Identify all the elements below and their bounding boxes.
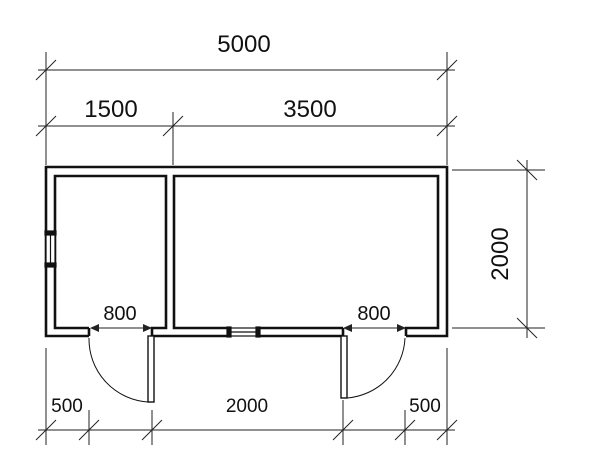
tick-mark: [516, 159, 538, 181]
left-window-frame-top: [44, 230, 57, 236]
dim-label-height: 2000: [487, 227, 514, 280]
right-door-leaf: [340, 335, 348, 399]
tick-mark: [141, 419, 163, 441]
right-room-inner-wall: [172, 174, 440, 336]
left-door-swing-arc: [88, 337, 149, 403]
dim-label-right-door: 800: [357, 303, 390, 325]
dimension-lines: [35, 52, 545, 445]
left-door-leaf: [147, 335, 155, 403]
arrowhead: [397, 324, 406, 332]
arrowhead: [343, 324, 352, 332]
tick-mark: [516, 317, 538, 339]
bottom-window-frame-left: [226, 326, 232, 338]
tick-mark: [35, 115, 57, 137]
doors: [88, 335, 406, 403]
tick-mark: [332, 419, 354, 441]
tick-mark: [436, 115, 458, 137]
windows: [44, 230, 261, 338]
dim-label-total: 5000: [217, 31, 270, 58]
tick-mark: [162, 115, 184, 137]
tick-mark: [436, 419, 458, 441]
dim-label-middle-segment: 2000: [226, 396, 268, 417]
left-room-inner-wall: [53, 174, 168, 336]
dim-label-right-room: 3500: [283, 96, 336, 123]
tick-mark: [394, 419, 416, 441]
dim-label-right-segment: 500: [409, 396, 441, 417]
dim-label-left-room: 1500: [84, 96, 137, 123]
tick-mark: [35, 419, 57, 441]
dimension-labels: 5000 1500 3500 2000 800 800 500 2000 500: [51, 31, 514, 417]
bottom-window-frame-right: [255, 326, 261, 338]
tick-mark: [35, 59, 57, 81]
walls: [44, 165, 449, 338]
dim-label-left-door: 800: [103, 303, 136, 325]
right-door-swing-arc: [346, 337, 406, 399]
arrowhead: [90, 324, 99, 332]
tick-mark: [436, 59, 458, 81]
outer-wall: [44, 165, 449, 338]
arrowhead: [143, 324, 152, 332]
door-dimension-arrows: [90, 324, 406, 332]
door-jamb: [87, 328, 345, 336]
dim-label-left-segment: 500: [51, 396, 83, 417]
left-window-frame-bottom: [44, 262, 57, 268]
tick-mark: [78, 419, 100, 441]
